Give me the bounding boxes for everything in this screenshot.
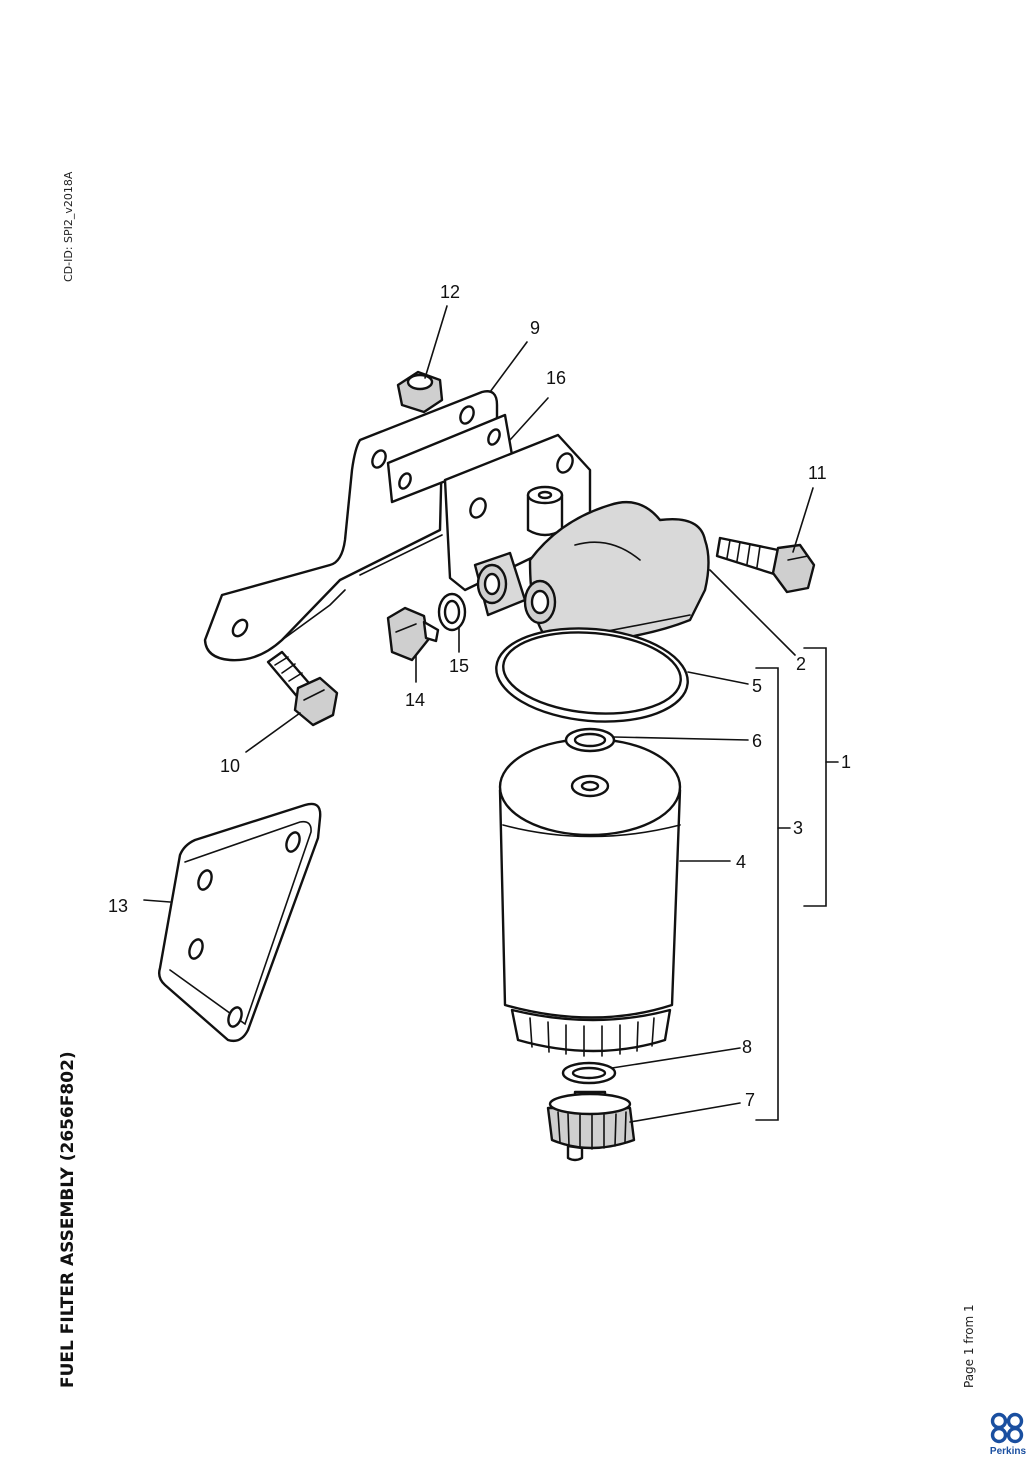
part-filter-element — [498, 737, 682, 1057]
part-adapter-plate — [157, 802, 322, 1043]
part-drain-plug — [546, 1090, 636, 1162]
callout-12: 12 — [440, 282, 460, 302]
part-flange-bolt-right — [715, 536, 816, 594]
part-sealing-washer — [437, 592, 467, 632]
callout-13: 13 — [108, 896, 128, 916]
part-drain-seal — [561, 1061, 617, 1085]
callout-4: 4 — [736, 852, 746, 872]
leader-lines — [143, 305, 839, 1123]
callout-labels: 1 2 3 4 5 6 7 8 9 10 11 12 13 14 15 16 — [108, 282, 851, 1110]
part-filter-head — [443, 433, 710, 647]
callout-14: 14 — [405, 690, 425, 710]
part-seal-ring — [495, 627, 689, 723]
callout-11: 11 — [808, 463, 827, 483]
callout-1: 1 — [841, 752, 851, 772]
callout-2: 2 — [796, 654, 806, 674]
bracket-hole — [371, 449, 387, 469]
callout-16: 16 — [546, 368, 566, 388]
part-small-seal — [564, 727, 616, 753]
part-flange-bolt-left — [266, 650, 339, 727]
callout-8: 8 — [742, 1037, 752, 1057]
callout-15: 15 — [449, 656, 469, 676]
perkins-logo: Perkins — [990, 1412, 1027, 1457]
bracket-hole — [459, 405, 475, 425]
callout-6: 6 — [752, 731, 762, 751]
callout-10: 10 — [220, 756, 240, 776]
callout-5: 5 — [752, 676, 762, 696]
callout-7: 7 — [745, 1090, 755, 1110]
bracket-hole — [231, 618, 249, 638]
part-plug — [386, 606, 440, 662]
callout-9: 9 — [530, 318, 540, 338]
callout-3: 3 — [793, 818, 803, 838]
part-flange-nut — [396, 370, 444, 414]
logo-wordmark: Perkins — [990, 1446, 1027, 1457]
